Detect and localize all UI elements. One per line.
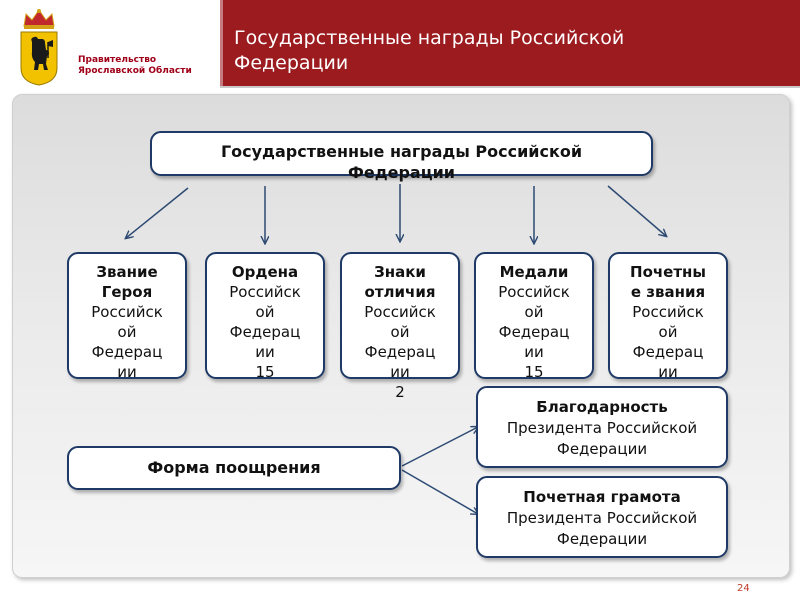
card-titles-line1: Российск: [632, 303, 704, 321]
arrow-to-diploma: [401, 469, 478, 514]
gratitude-line1: Президента Российской: [506, 419, 698, 437]
card-orders-bold1: Ордена: [231, 263, 299, 281]
card-hero-bold1: Звание: [96, 263, 158, 281]
slide-title: Государственные награды Российской Федер…: [234, 26, 774, 76]
card-insignia-line1: Российск: [364, 303, 436, 321]
organization-name: Правительство Ярославской Области: [78, 55, 192, 77]
card-orders-count: 15: [255, 363, 275, 381]
arrow-to-titles: [607, 185, 666, 236]
slide-title-line1: Государственные награды Российской: [234, 27, 625, 49]
gratitude-line2: Федерации: [556, 440, 648, 458]
organization-name-line2: Ярославской Области: [78, 66, 192, 76]
card-insignia-line4: ии: [390, 363, 410, 381]
card-hero-line1: Российск: [91, 303, 163, 321]
card-titles-line2: ой: [658, 323, 678, 341]
card-insignia-line3: Федерац: [364, 343, 436, 361]
card-insignia-count: 2: [395, 383, 405, 401]
card-orders-line2: ой: [255, 303, 275, 321]
card-hero-line2: ой: [117, 323, 137, 341]
card-medals-line3: Федерац: [498, 323, 570, 341]
diploma-line2: Федерации: [556, 530, 648, 548]
arrow-to-gratitude: [401, 427, 478, 467]
yaroslavl-emblem-icon: [20, 9, 58, 86]
organization-name-line1: Правительство: [78, 55, 157, 65]
card-insignia-line2: ой: [390, 323, 410, 341]
form-of-encouragement-label: Форма поощрения: [147, 458, 321, 477]
card-titles-line4: ии: [658, 363, 678, 381]
card-orders-line4: ии: [255, 343, 275, 361]
diploma-title: Почетная грамота: [523, 488, 681, 506]
slide-title-line2: Федерации: [234, 52, 349, 74]
card-medals-count: 15: [524, 363, 544, 381]
presidential-gratitude: Благодарность Президента Российской Феде…: [476, 386, 728, 468]
form-of-encouragement: Форма поощрения: [67, 446, 401, 490]
root-node-line2: Федерации: [347, 163, 456, 182]
card-orders: Ордена Российск ой Федерац ии 15: [205, 252, 325, 381]
diploma-line1: Президента Российской: [506, 509, 698, 527]
header-logo-area: Правительство Ярославской Области: [0, 0, 220, 90]
presidential-diploma: Почетная грамота Президента Российской Ф…: [476, 476, 728, 558]
card-medals-line4: ии: [524, 343, 544, 361]
card-titles-bold2: е звания: [630, 283, 706, 301]
card-titles-line3: Федерац: [632, 343, 704, 361]
card-medals-line2: ой: [524, 303, 544, 321]
card-medals: Медали Российск ой Федерац ии 15: [474, 252, 594, 381]
card-titles-bold1: Почетны: [630, 263, 706, 281]
gratitude-title: Благодарность: [536, 398, 668, 416]
root-node-line1: Государственные награды Российской: [220, 142, 583, 161]
card-hero-bold2: Героя: [101, 283, 153, 301]
page-number: 24: [737, 583, 750, 594]
root-node: Государственные награды Российской Федер…: [150, 131, 653, 182]
card-hero-line4: ии: [117, 363, 137, 381]
header-title-bar: Государственные награды Российской Федер…: [220, 0, 800, 88]
arrow-to-hero: [126, 187, 189, 238]
header-accent-stripe: [220, 0, 223, 86]
card-honorary-titles: Почетны е звания Российск ой Федерац ии: [608, 252, 728, 381]
card-insignia-bold2: отличия: [364, 283, 436, 301]
card-medals-line1: Российск: [498, 283, 570, 301]
card-hero-line3: Федерац: [91, 343, 163, 361]
card-insignia-bold1: Знаки: [374, 263, 426, 281]
card-orders-line3: Федерац: [229, 323, 301, 341]
card-hero-title: Звание Героя Российск ой Федерац ии: [67, 252, 187, 381]
card-orders-line1: Российск: [229, 283, 301, 301]
card-medals-bold1: Медали: [499, 263, 569, 281]
card-insignia: Знаки отличия Российск ой Федерац ии 2: [340, 252, 460, 401]
